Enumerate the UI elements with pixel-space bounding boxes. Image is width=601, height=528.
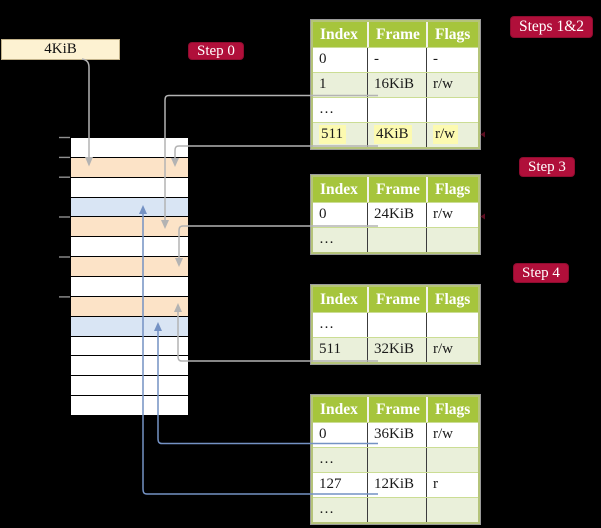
cell-flags <box>426 448 478 472</box>
cell-index: 511 <box>313 123 367 147</box>
badge-step-3: Step 3 <box>520 158 574 176</box>
cell-flags <box>426 98 478 122</box>
column-header-index: Index <box>320 291 358 308</box>
table-header-row: Index Frame Flags <box>313 397 478 422</box>
table-row: … <box>313 97 478 122</box>
cell-frame <box>367 98 426 122</box>
cell-frame: 16KiB <box>367 73 426 97</box>
page-table-level2: Index Frame Flags … 511 32KiB r/w <box>310 284 481 365</box>
table-header-row: Index Frame Flags <box>313 22 478 47</box>
memory-frame-row <box>71 217 188 238</box>
cell-index: 511 <box>319 341 341 357</box>
table-row: 1 16KiB r/w <box>313 72 478 97</box>
cell-index: 127 <box>319 476 342 492</box>
cell-index: … <box>319 316 334 332</box>
memory-frame-row <box>71 237 188 258</box>
page-table-level1: Index Frame Flags 0 36KiB r/w … 127 12Ki… <box>310 394 481 525</box>
cell-frame <box>367 228 426 252</box>
cell-frame <box>367 448 426 472</box>
cell-index: 0 <box>319 51 327 67</box>
cell-frame: 36KiB <box>367 423 426 447</box>
column-header-flags: Flags <box>426 287 478 312</box>
table-row: … <box>313 497 478 522</box>
table-header-row: Index Frame Flags <box>313 287 478 312</box>
cell-index: 0 <box>319 206 327 222</box>
table-row: 127 12KiB r <box>313 472 478 497</box>
column-header-flags: Flags <box>426 397 478 422</box>
cell-flags <box>426 498 478 522</box>
column-header-flags: Flags <box>426 177 478 202</box>
page-table-level3: Index Frame Flags 0 24KiB r/w … <box>310 174 481 255</box>
cell-flags: r <box>426 473 478 497</box>
memory-frame-row <box>71 197 188 218</box>
cell-flags: r/w <box>426 123 478 147</box>
column-header-index: Index <box>320 26 358 43</box>
arrow-left-icon <box>480 213 485 220</box>
cell-flags: r/w <box>426 338 478 362</box>
cell-flags: - <box>426 48 478 72</box>
memory-frame-row <box>71 336 188 357</box>
column-header-frame: Frame <box>367 397 426 422</box>
cell-frame: 12KiB <box>367 473 426 497</box>
pointer-l4-entry511-to-l4-frame <box>171 145 378 167</box>
cell-flags: r/w <box>426 203 478 227</box>
column-header-flags: Flags <box>426 22 478 47</box>
badge-steps-1-2: Steps 1&2 <box>511 17 593 37</box>
column-header-frame: Frame <box>367 22 426 47</box>
memory-frame-row <box>71 356 188 377</box>
cell-index: 0 <box>319 426 327 442</box>
memory-frame-row <box>71 138 188 158</box>
table-row: … <box>313 227 478 252</box>
cell-frame: 32KiB <box>367 338 426 362</box>
cell-frame: 24KiB <box>367 203 426 227</box>
row-pointer-nubs <box>480 131 485 220</box>
cell-flags: r/w <box>426 73 478 97</box>
cell-frame: 4KiB <box>367 123 426 147</box>
cell-flags <box>426 313 478 337</box>
highlighted-value: 511 <box>319 125 346 144</box>
memory-frame-row <box>71 316 188 337</box>
memory-frame-row <box>71 157 188 178</box>
highlighted-value: r/w <box>433 125 458 144</box>
badge-step-0: Step 0 <box>189 43 243 59</box>
memory-frame-row <box>71 277 188 297</box>
column-header-frame: Frame <box>367 287 426 312</box>
cell-flags: r/w <box>426 423 478 447</box>
cell-frame: - <box>367 48 426 72</box>
cell-index: … <box>319 501 334 517</box>
table-row: 511 32KiB r/w <box>313 337 478 362</box>
cell-flags <box>426 228 478 252</box>
memory-frame-row <box>71 177 188 198</box>
column-header-frame: Frame <box>367 177 426 202</box>
column-header-index: Index <box>320 401 358 418</box>
highlighted-value: 4KiB <box>374 125 412 144</box>
table-row: … <box>313 312 478 337</box>
memory-frame-row <box>71 257 188 278</box>
page-table-level4: Index Frame Flags 0 - - 1 16KiB r/w … 51… <box>310 19 481 150</box>
table-row: 0 24KiB r/w <box>313 202 478 227</box>
table-header-row: Index Frame Flags <box>313 177 478 202</box>
frame-size-label: 4KiB <box>1 39 120 60</box>
table-row: 0 - - <box>313 47 478 72</box>
cell-index: 1 <box>319 76 327 92</box>
badge-step-4: Step 4 <box>514 264 568 282</box>
memory-frame-row <box>71 296 188 317</box>
cell-frame <box>367 313 426 337</box>
cell-frame <box>367 498 426 522</box>
cell-index: … <box>319 451 334 467</box>
cell-index: … <box>319 231 334 247</box>
column-header-index: Index <box>320 181 358 198</box>
memory-frame-row <box>71 396 188 416</box>
memory-frame-row <box>71 376 188 397</box>
memory-column <box>70 137 189 416</box>
memory-address-ticks <box>59 136 70 298</box>
arrow-left-icon <box>480 131 485 138</box>
table-row: 0 36KiB r/w <box>313 422 478 447</box>
table-row-highlighted: 511 4KiB r/w <box>313 122 478 147</box>
cell-index: … <box>319 101 334 117</box>
table-row: … <box>313 447 478 472</box>
